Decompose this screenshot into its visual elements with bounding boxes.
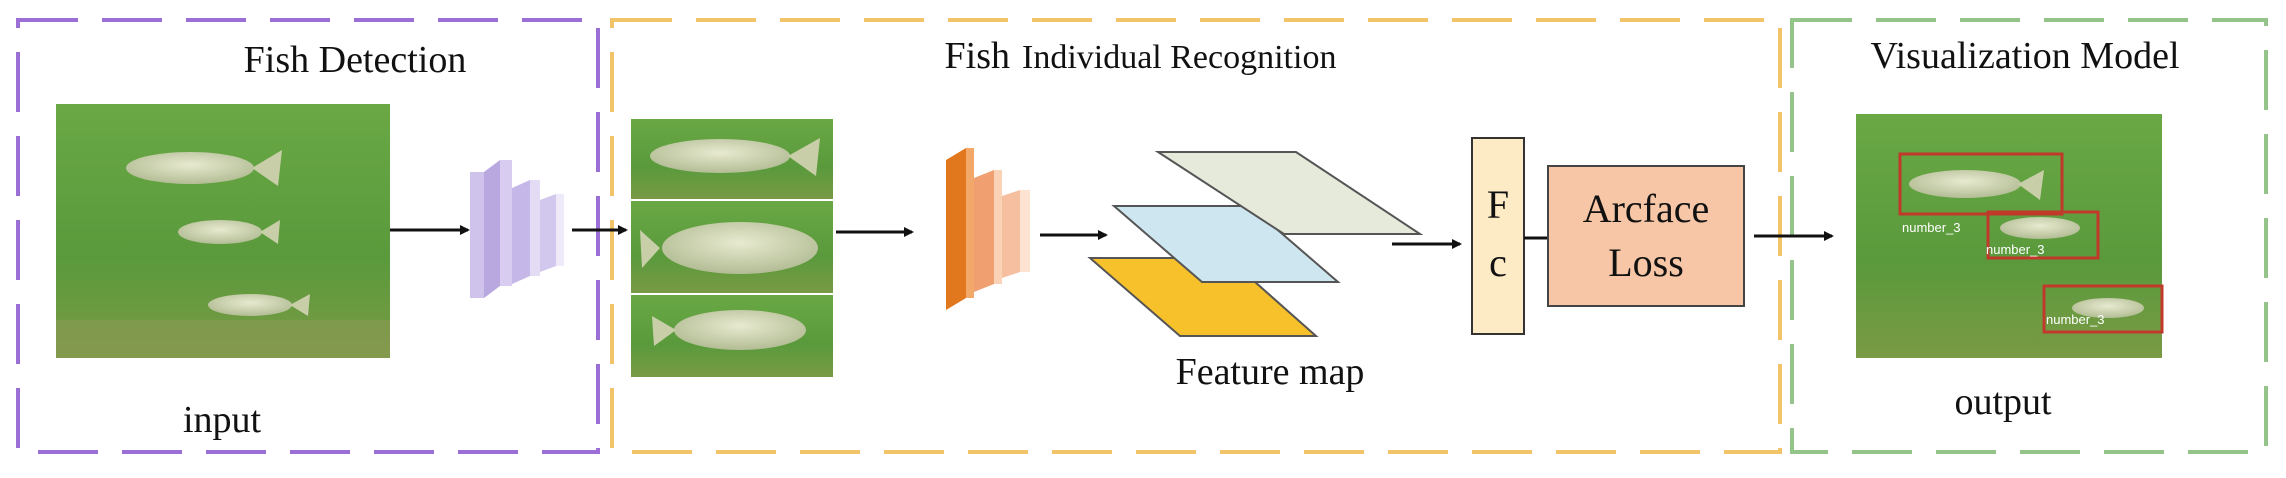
output-fish-photo <box>1856 114 2162 358</box>
bbox-3 <box>2042 284 2164 334</box>
loss-label-line2: Loss <box>1608 240 1684 285</box>
feature-map-label: Feature map <box>1176 351 1365 393</box>
input-fish-photo <box>56 104 390 358</box>
loss-label-line1: Arcface <box>1583 186 1710 231</box>
fc-label-line2: c <box>1489 240 1507 285</box>
recognition-title: Individual Recognition <box>1022 39 1336 76</box>
arcface-loss-block <box>1547 165 1745 307</box>
visualization-title: Visualization Model <box>1870 35 2179 77</box>
bbox-1 <box>1898 152 2064 216</box>
input-caption: input <box>183 399 262 441</box>
feature-map-icon <box>1087 151 1424 337</box>
bbox-label-3: number_3 <box>2046 312 2105 327</box>
output-caption: output <box>1954 381 2052 423</box>
fc-layer-block <box>1471 137 1525 335</box>
bbox-label-1: number_3 <box>1902 220 1961 235</box>
detection-title: Fish Detection <box>244 39 467 81</box>
detection-panel-border <box>16 18 600 454</box>
bbox-2 <box>1986 210 2100 260</box>
detection-boxes: number_3 number_3 number_3 <box>1898 152 2164 334</box>
cnn-block-icon <box>470 160 564 298</box>
cropped-fish-photos <box>629 117 835 379</box>
recognition-title-prefix: Fish <box>945 35 1010 77</box>
cnn-block-icon <box>946 148 1030 310</box>
bbox-label-2: number_3 <box>1986 242 2045 257</box>
fc-label-line1: F <box>1487 182 1509 227</box>
